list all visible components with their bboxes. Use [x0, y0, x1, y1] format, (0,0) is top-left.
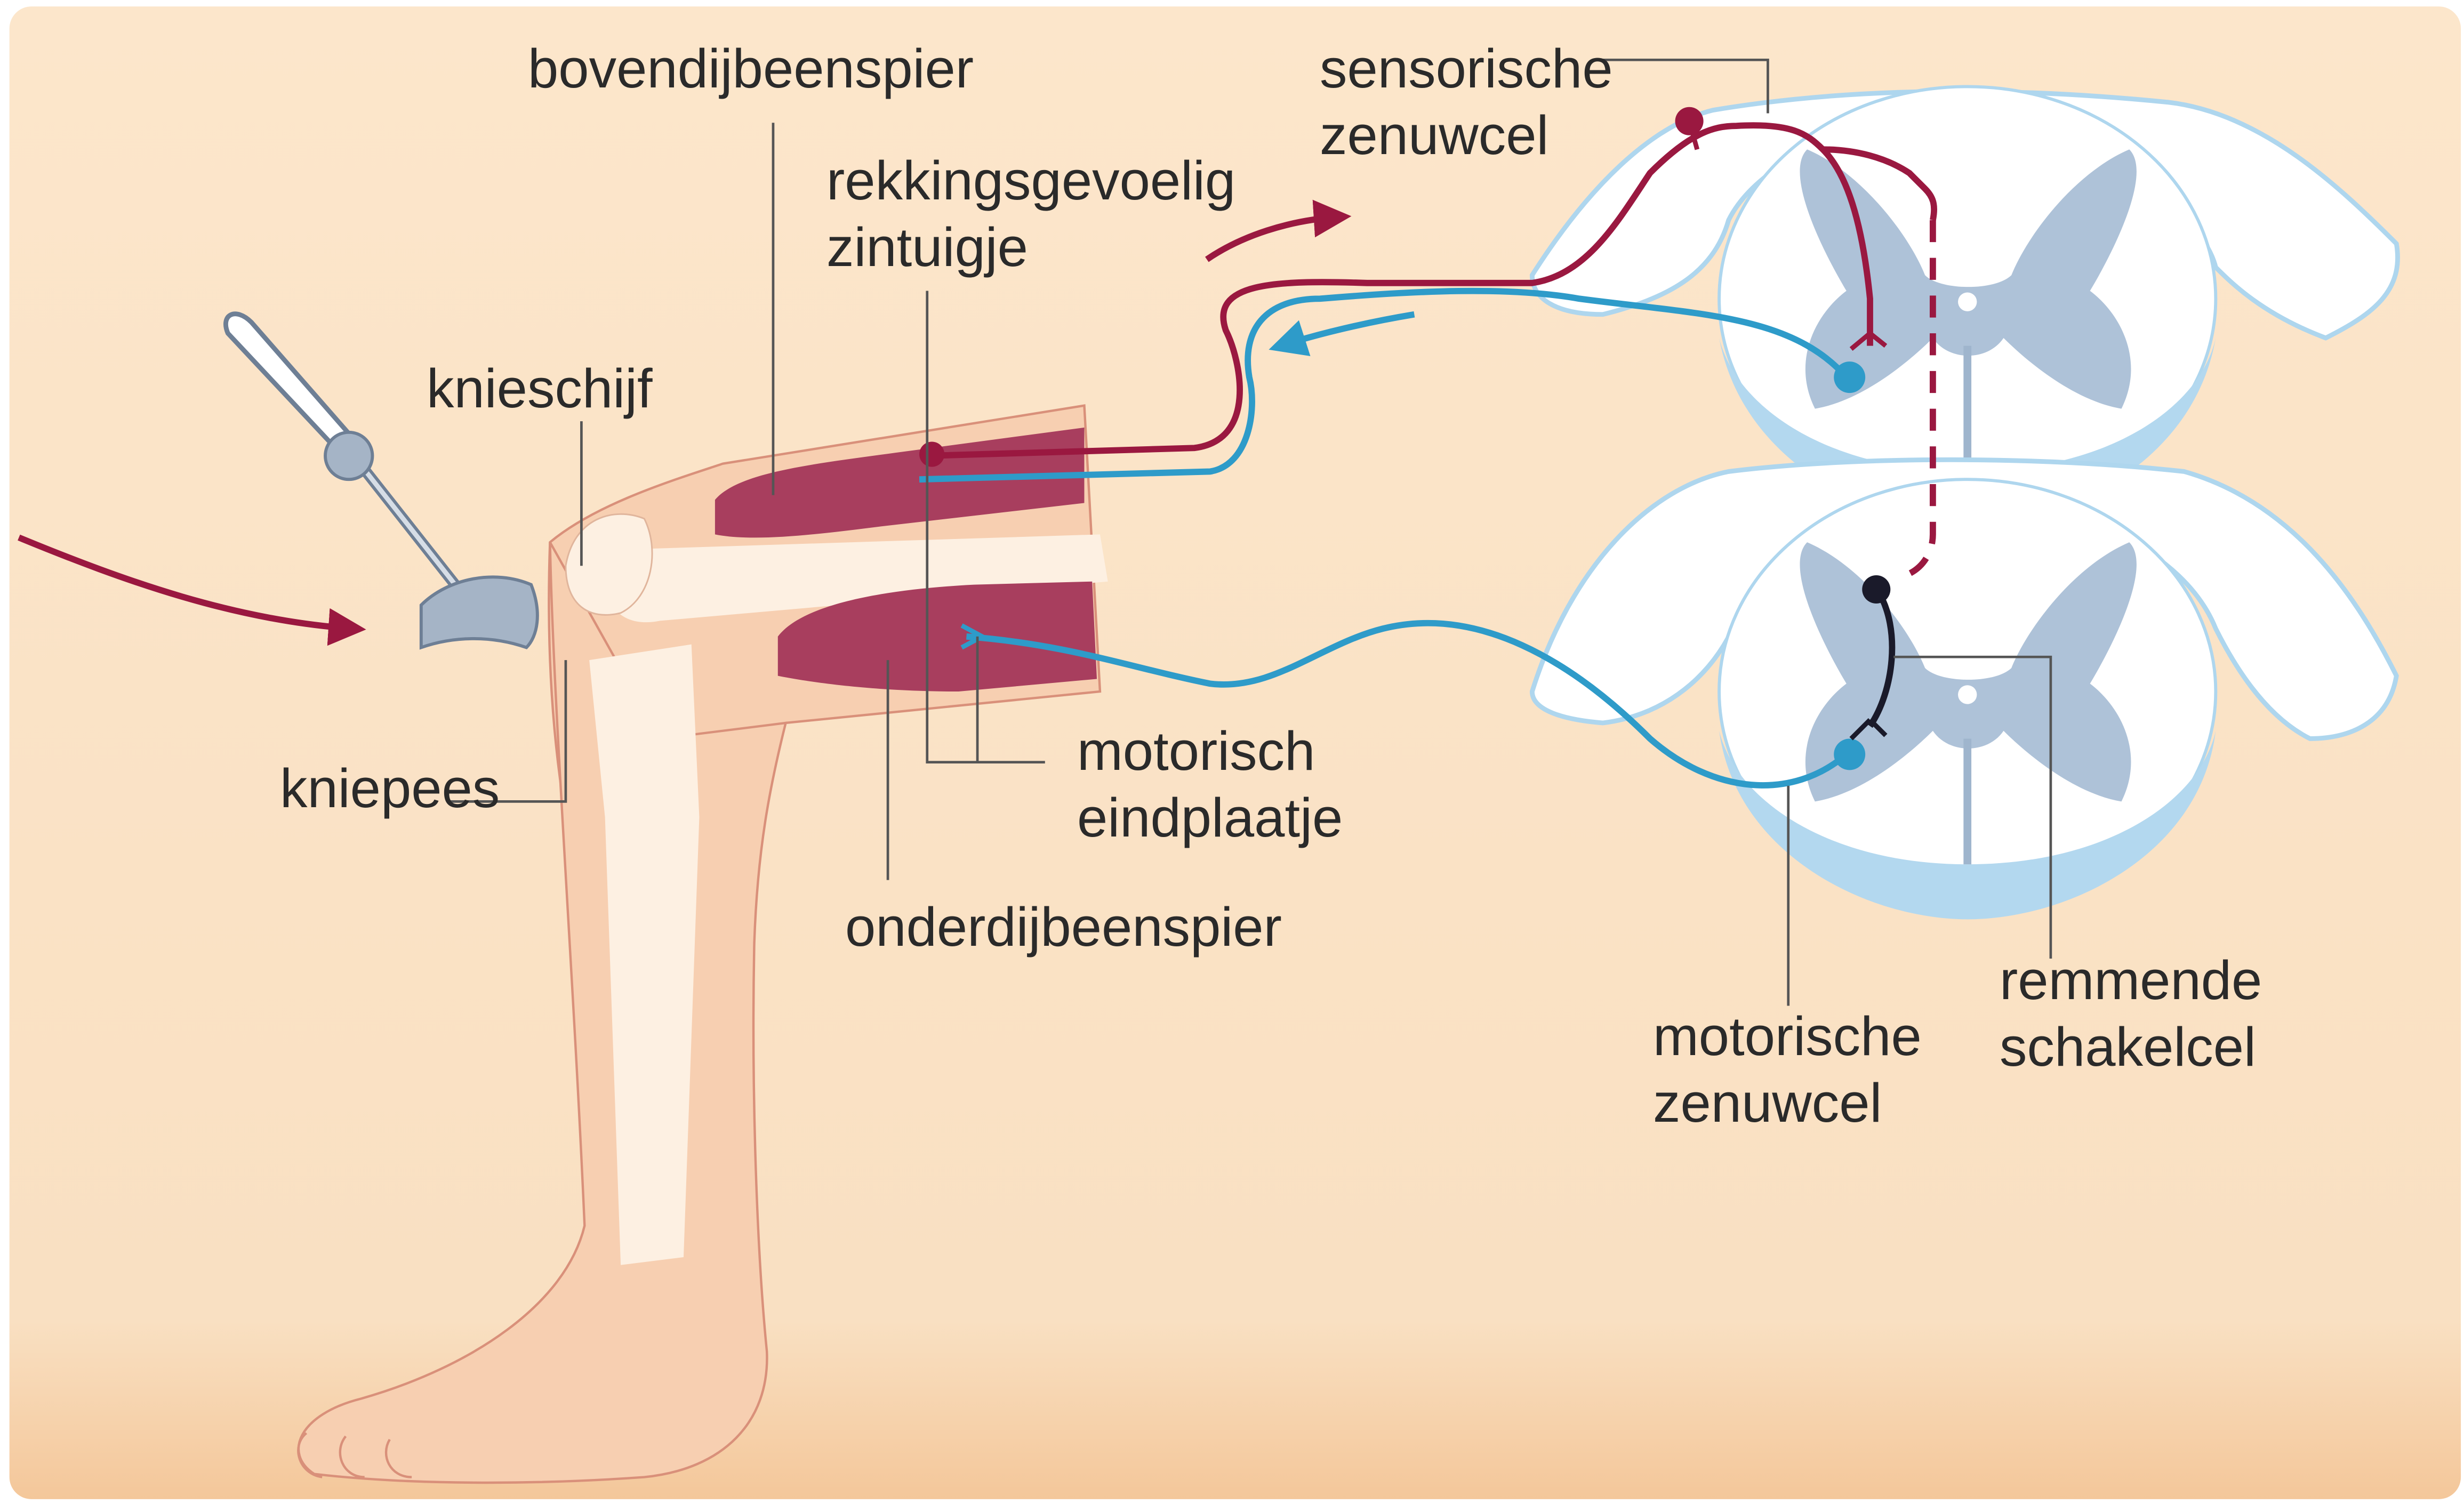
label-inhibitory-interneuron-2: schakelcel — [2000, 1016, 2256, 1079]
label-stretch-receptor-1: rekkingsgevoelig — [826, 149, 1235, 212]
label-motor-neuron-1: motorische — [1653, 1005, 1922, 1068]
label-sensory-neuron-2: zenuwcel — [1320, 104, 1548, 167]
label-hamstring: onderdijbeenspier — [845, 896, 1282, 959]
label-inhibitory-interneuron-1: remmende — [2000, 949, 2262, 1012]
label-quadriceps: bovendijbeenspier — [528, 37, 974, 100]
label-patellar-tendon: kniepees — [280, 757, 500, 820]
label-stretch-receptor-2: zintuigje — [826, 216, 1028, 279]
label-motor-endplate-1: motorisch — [1077, 720, 1315, 783]
label-kneecap: knieschijf — [427, 357, 653, 420]
label-sensory-neuron-1: sensorische — [1320, 37, 1613, 100]
label-motor-neuron-2: zenuwcel — [1653, 1072, 1882, 1135]
label-motor-endplate-2: eindplaatje — [1077, 786, 1343, 849]
